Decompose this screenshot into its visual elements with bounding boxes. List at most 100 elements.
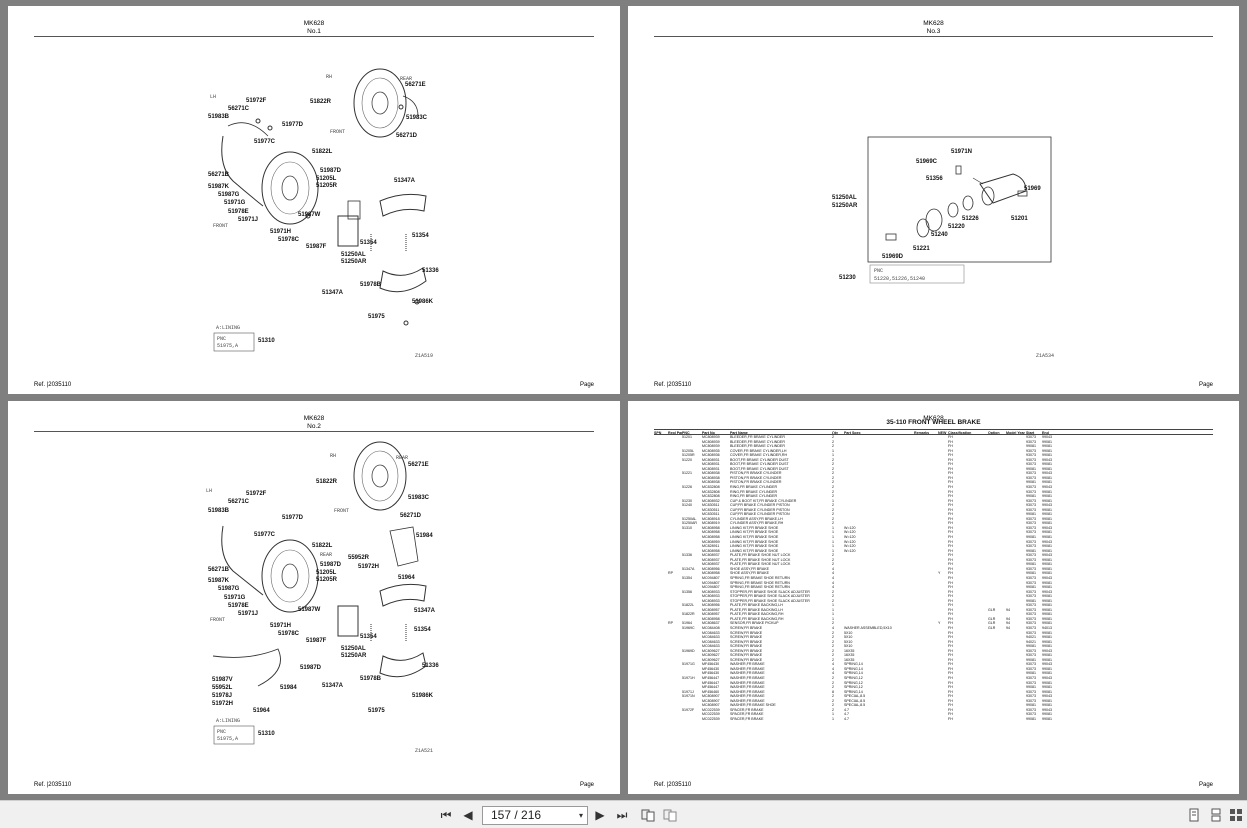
table-cell: 2: [832, 653, 834, 658]
table-cell: MC808938: [702, 480, 720, 485]
table-cell: MC809627: [702, 657, 720, 662]
table-cell: 1: [832, 716, 834, 721]
table-cell: FH: [948, 585, 953, 590]
table-cell: MC808919: [702, 521, 720, 526]
two-page-view-icon[interactable]: [662, 806, 678, 824]
table-cell: W=120: [844, 525, 856, 530]
table-cell: 2: [832, 444, 834, 449]
table-cell: 99081: [1042, 712, 1052, 717]
catalog-page-1: MK628 No.1: [8, 6, 620, 394]
last-page-icon[interactable]: ⏭: [616, 807, 628, 822]
continuous-page-icon[interactable]: [1208, 806, 1224, 824]
table-cell: FH: [948, 435, 953, 439]
table-cell: FH: [948, 671, 953, 676]
table-cell: MF456430: [702, 662, 720, 667]
table-cell: FH: [948, 507, 953, 512]
prev-page-icon[interactable]: ◀: [463, 808, 473, 822]
table-cell: WASHER,FR BRAKE: [730, 680, 765, 685]
table-cell: 99081: [1026, 535, 1036, 540]
table-cell: 4: [832, 625, 834, 630]
table-cell: MC808932: [702, 498, 720, 503]
table-cell: 51250AR: [682, 521, 697, 526]
figure-number: Z1A534: [1036, 353, 1054, 359]
facing-pages-icon[interactable]: [1228, 806, 1244, 824]
chevron-down-icon[interactable]: ▾: [578, 811, 583, 820]
table-cell: 51347A: [682, 566, 695, 571]
table-cell: 94: [1006, 607, 1010, 612]
table-cell: MC830511: [702, 507, 720, 512]
table-cell: 4.7: [844, 707, 849, 712]
document-viewer[interactable]: MK628 No.1: [0, 0, 1247, 800]
table-cell: FH: [948, 575, 953, 580]
table-cell: MC808958: [702, 571, 720, 576]
table-cell: FH: [948, 471, 953, 476]
table-cell: W=120: [844, 548, 856, 553]
table-cell: 94021: [1026, 639, 1036, 644]
table-cell: MC808918: [702, 516, 720, 521]
pnc-label: PNC: [217, 729, 226, 735]
table-cell: MC808935: [702, 448, 720, 453]
part-callouts: 51972F 56271C 51983B 51977D 51977C 51822…: [208, 462, 439, 714]
table-cell: PISTON,FR BRAKE CYLINDER: [730, 480, 782, 485]
table-cell: MC022539: [702, 712, 720, 717]
column-header: Part No: [702, 431, 715, 434]
page-number-value: 157 / 216: [491, 808, 542, 822]
column-header: Part Name: [730, 431, 748, 434]
first-page-icon[interactable]: ⏮: [440, 807, 452, 822]
table-cell: CUP & BOOT KIT,FR BRAKE CYLINDER: [730, 498, 797, 503]
callout: 55952L: [212, 685, 233, 691]
table-cell: 93073: [1026, 489, 1036, 494]
table-cell: FH: [948, 498, 953, 503]
table-cell: 93073: [1026, 621, 1036, 626]
next-page-icon[interactable]: ▶: [595, 808, 605, 822]
table-cell: W=120: [844, 539, 856, 544]
callout: 51205L: [316, 570, 337, 576]
table-cell: 99081: [1042, 535, 1052, 540]
table-cell: MC808939: [702, 444, 720, 449]
table-cell: 93073: [1026, 530, 1036, 535]
table-cell: MC808958: [702, 525, 720, 530]
table-cell: 1: [832, 535, 834, 540]
table-cell: 94: [1006, 616, 1010, 621]
front-label-2: FRONT: [213, 223, 228, 229]
page-header: MK628 No.2: [8, 415, 620, 431]
fit-page-icon[interactable]: [640, 806, 656, 824]
model-code: MK628: [303, 20, 325, 27]
table-cell: FH: [948, 716, 953, 721]
model-code: MK628: [923, 20, 944, 27]
column-header: Remarks: [914, 431, 930, 434]
table-cell: 2: [832, 648, 834, 653]
table-cell: 51221: [682, 471, 692, 476]
callout: 51220: [948, 224, 965, 230]
table-cell: MC808931: [702, 457, 720, 462]
table-cell: 94021: [1026, 635, 1036, 640]
table-cell: 51205R: [682, 453, 695, 458]
table-cell: SCREW,FR BRAKE: [730, 635, 763, 640]
table-cell: MC808937: [702, 562, 720, 567]
table-cell: 1: [832, 539, 834, 544]
table-cell: 99043: [1042, 435, 1052, 439]
table-cell: 93073: [1026, 594, 1036, 599]
table-cell: 2: [832, 694, 834, 699]
single-page-icon[interactable]: [1186, 806, 1202, 824]
page-number-field[interactable]: 157 / 216 ▾: [482, 806, 588, 825]
callout: 56271E: [405, 82, 426, 88]
callout: 51971G: [224, 595, 246, 601]
table-cell: 51226: [682, 485, 692, 490]
pnc-code: 51975,A: [217, 736, 238, 742]
table-cell: BLEEDER,FR BRAKE CYLINDER: [730, 439, 785, 444]
table-cell: 93073: [1026, 675, 1036, 680]
table-cell: FH: [948, 566, 953, 571]
table-cell: W=120: [844, 544, 856, 549]
table-cell: MC808937: [702, 553, 720, 558]
